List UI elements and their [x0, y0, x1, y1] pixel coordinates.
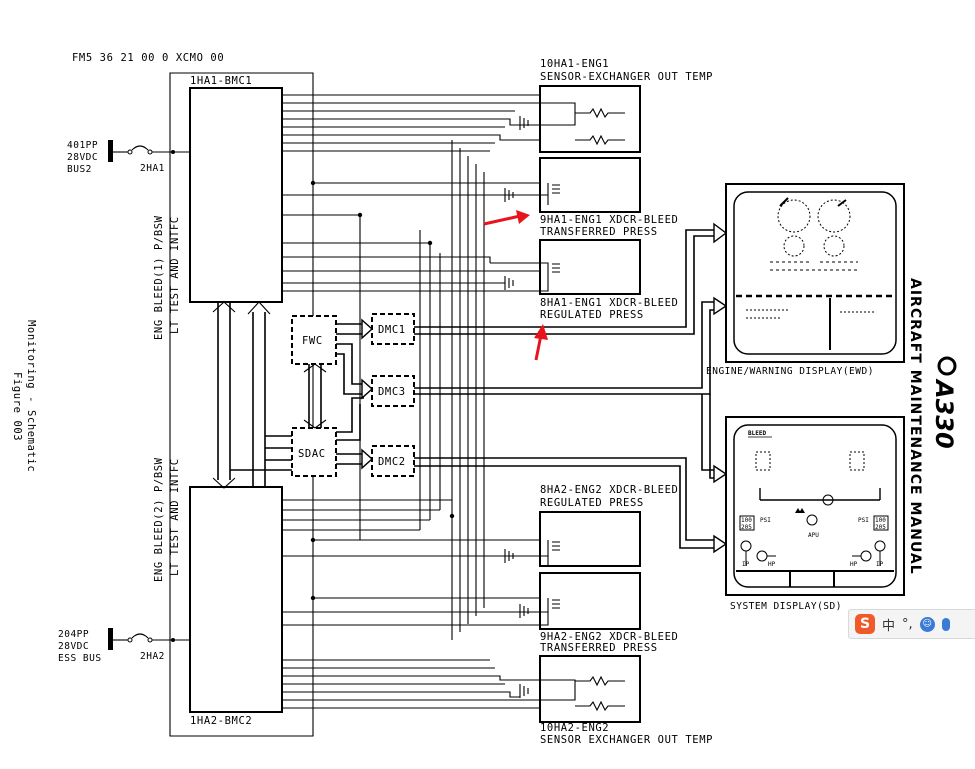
vertical-trunk-lines — [359, 140, 485, 640]
sensor-eng1-regulated-press: 8HA1-ENG1 XDCR-BLEED REGULATED PRESS — [490, 239, 678, 321]
ime-emoji-icon[interactable]: ☺ — [919, 616, 935, 632]
svg-text:204PP: 204PP — [58, 629, 89, 640]
svg-text:100: 100 — [741, 517, 752, 524]
svg-text:FWC: FWC — [302, 335, 323, 347]
fwc-sdac-link — [308, 364, 322, 428]
computer-fwc: FWC — [291, 315, 337, 365]
bmc2-side-label-2: LT TEST AND INTFC — [169, 458, 181, 576]
svg-text:DMC1: DMC1 — [378, 324, 406, 336]
svg-text:10HA1-ENG1: 10HA1-ENG1 — [540, 58, 609, 70]
ewd-engine-gauges — [770, 197, 860, 271]
svg-text:9HA2-ENG2 XDCR-BLEED: 9HA2-ENG2 XDCR-BLEED — [540, 631, 678, 643]
sd-label: SYSTEM DISPLAY(SD) — [730, 601, 842, 612]
svg-text:8HA2-ENG2 XDCR-BLEED: 8HA2-ENG2 XDCR-BLEED — [540, 484, 678, 496]
svg-text:PSI: PSI — [760, 517, 771, 524]
apu-valve-icon — [806, 514, 818, 526]
bmc2-label: 1HA2-BMC2 — [190, 715, 252, 727]
bmc1-box — [189, 87, 283, 303]
svg-text:DMC3: DMC3 — [378, 386, 406, 398]
svg-text:205: 205 — [741, 524, 752, 531]
bmc1-label: 1HA1-BMC1 — [190, 75, 252, 87]
ime-toolbar[interactable]: S 中 °, ☺ — [848, 609, 975, 639]
figure-caption: Monitoring - Schematic Figure 003 — [11, 320, 37, 472]
annotation-arrows — [483, 210, 548, 361]
manual-title: AIRCRAFT MAINTENANCE MANUAL — [907, 278, 923, 575]
system-display: BLEED APU 100 205 PSI 100 205 PSI IP HP … — [725, 416, 905, 612]
doc-reference: FM5 36 21 00 0 XCMO 00 — [72, 52, 224, 64]
fwc-to-dmc-links — [336, 318, 374, 470]
svg-text:9HA1-ENG1 XDCR-BLEED: 9HA1-ENG1 XDCR-BLEED — [540, 214, 678, 226]
computer-sdac: SDAC — [291, 427, 337, 477]
svg-text:SDAC: SDAC — [298, 448, 326, 460]
computer-dmc3: DMC3 — [371, 375, 415, 407]
svg-text:REGULATED PRESS: REGULATED PRESS — [540, 497, 644, 509]
svg-text:SENSOR EXCHANGER OUT TEMP: SENSOR EXCHANGER OUT TEMP — [540, 734, 713, 746]
svg-text:REGULATED PRESS: REGULATED PRESS — [540, 309, 644, 321]
svg-text:28VDC: 28VDC — [67, 152, 98, 163]
brand-a330: A330 — [930, 378, 958, 449]
svg-text:HP: HP — [850, 561, 858, 568]
svg-text:DMC2: DMC2 — [378, 456, 406, 468]
power-bus-2: 204PP 28VDC ESS BUS 2HA2 — [58, 628, 190, 664]
svg-text:Figure 003: Figure 003 — [11, 372, 23, 441]
harness-boundary — [169, 72, 314, 737]
sensor-eng1-transferred-press: 9HA1-ENG1 XDCR-BLEED TRANSFERRED PRESS — [500, 157, 678, 238]
crossbleed-valve-icon — [822, 494, 834, 506]
sensor-eng2-regulated-press: 8HA2-ENG2 XDCR-BLEED REGULATED PRESS — [500, 484, 678, 567]
svg-text:TRANSFERRED PRESS: TRANSFERRED PRESS — [540, 642, 658, 654]
svg-text:100: 100 — [875, 517, 886, 524]
bmc1-harness — [282, 94, 621, 292]
bmc-sdac-buses — [212, 301, 292, 489]
sd-bleed-duct — [759, 488, 881, 501]
ime-microphone-icon[interactable] — [941, 617, 950, 631]
svg-text:401PP: 401PP — [67, 140, 98, 151]
bmc2-side-label-1: ENG BLEED(2) P/BSW — [153, 457, 165, 582]
bmc2-box — [189, 486, 283, 713]
sd-page-title: BLEED — [748, 430, 766, 437]
ime-logo-icon[interactable]: S — [855, 614, 875, 634]
computer-dmc1: DMC1 — [371, 313, 415, 345]
svg-text:HP: HP — [768, 561, 776, 568]
svg-text:28VDC: 28VDC — [58, 641, 89, 652]
svg-text:PSI: PSI — [858, 517, 869, 524]
svg-text:TRANSFERRED PRESS: TRANSFERRED PRESS — [540, 226, 658, 238]
engine-warning-display: ENGINE/WARNING DISPLAY(EWD) — [706, 183, 905, 377]
svg-text:IP: IP — [876, 561, 884, 568]
ime-mode-toggle[interactable]: 中 — [882, 618, 896, 634]
svg-text:205: 205 — [875, 524, 886, 531]
svg-text:APU: APU — [808, 532, 819, 539]
bmc1-side-label-2: LT TEST AND INTFC — [169, 216, 181, 334]
junction-dots — [310, 110, 578, 700]
svg-text:8HA1-ENG1 XDCR-BLEED: 8HA1-ENG1 XDCR-BLEED — [540, 297, 678, 309]
power-bus-1: 401PP 28VDC BUS2 2HA1 — [67, 140, 190, 175]
sensor-eng2-transferred-press: 9HA2-ENG2 XDCR-BLEED TRANSFERRED PRESS — [495, 572, 678, 654]
svg-text:IP: IP — [742, 561, 750, 568]
arrow-to-transferred-press — [483, 214, 521, 226]
ewd-label: ENGINE/WARNING DISPLAY(EWD) — [706, 366, 874, 377]
arrow-to-regulated-press — [534, 334, 543, 361]
breaker-2ha1: 2HA1 — [140, 163, 165, 174]
airbus-logo-icon — [937, 356, 957, 376]
computer-dmc2: DMC2 — [371, 445, 415, 477]
svg-text:ESS BUS: ESS BUS — [58, 653, 102, 664]
svg-text:SENSOR-EXCHANGER OUT TEMP: SENSOR-EXCHANGER OUT TEMP — [540, 71, 713, 83]
sensor-eng1-exchanger-temp: 10HA1-ENG1 SENSOR-EXCHANGER OUT TEMP — [519, 58, 713, 153]
svg-text:Monitoring - Schematic: Monitoring - Schematic — [25, 320, 37, 472]
dmc-to-display-links — [414, 222, 728, 554]
breaker-2ha2: 2HA2 — [140, 651, 165, 662]
manual-title-block: AIRCRAFT MAINTENANCE MANUAL A330 — [907, 278, 958, 575]
svg-text:BUS2: BUS2 — [67, 164, 92, 175]
bmc1-side-label-1: ENG BLEED(1) P/BSW — [153, 215, 165, 340]
svg-text:10HA2-ENG2: 10HA2-ENG2 — [540, 722, 609, 734]
ime-punctuation-toggle[interactable]: °, — [902, 616, 913, 632]
sensor-eng2-exchanger-temp: 10HA2-ENG2 SENSOR EXCHANGER OUT TEMP — [500, 655, 713, 746]
